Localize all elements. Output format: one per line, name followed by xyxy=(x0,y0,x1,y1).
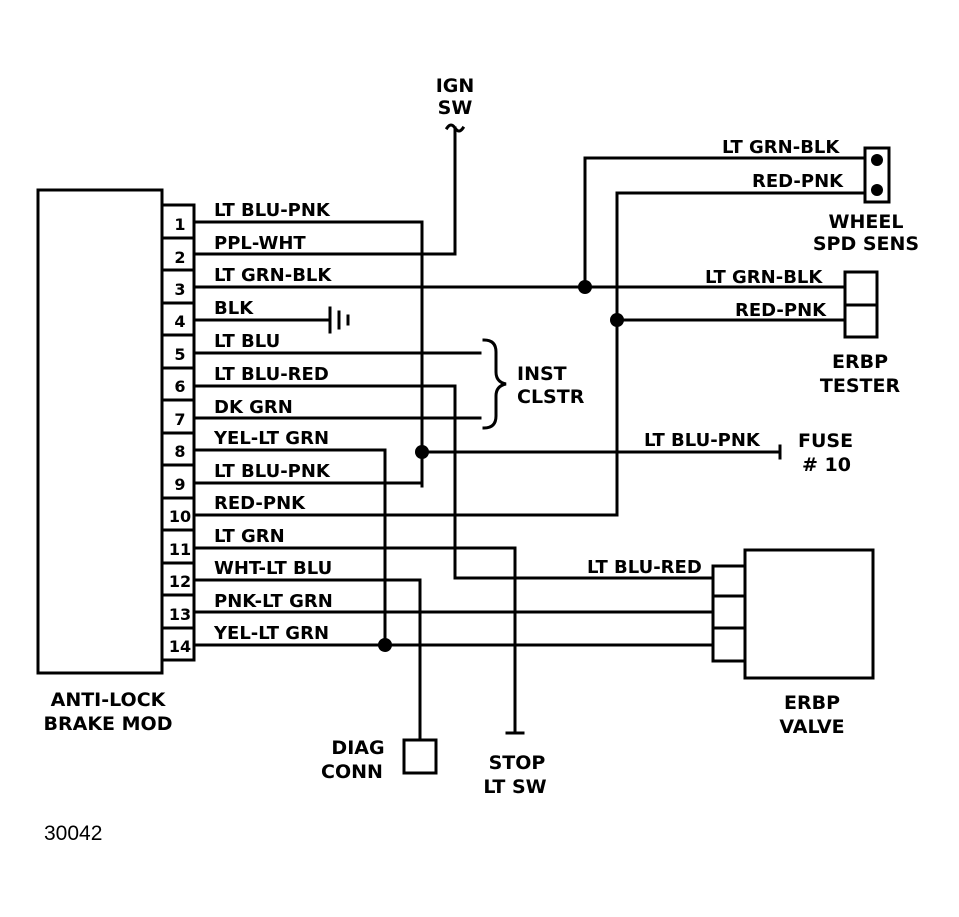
wheel-speed-sensor: LT GRN-BLK RED-PNK WHEEL SPD SENS xyxy=(722,137,919,255)
wire-label: LT GRN-BLK xyxy=(722,137,840,158)
wire-label: RED-PNK xyxy=(214,493,306,514)
terminal-dot xyxy=(871,184,883,196)
wire-wheel-sens-1 xyxy=(583,156,870,289)
wire-labels: LT BLU-PNK PPL-WHT LT GRN-BLK BLK LT BLU… xyxy=(213,200,333,644)
stop-lt-sw-label: STOP xyxy=(489,752,546,774)
pin-numbers: 1 2 3 4 5 6 7 8 9 10 11 12 13 14 xyxy=(169,215,191,656)
anti-lock-brake-module xyxy=(36,188,164,675)
erbp-tester-cell xyxy=(843,270,879,307)
pin-number: 7 xyxy=(174,410,185,429)
pin-number: 9 xyxy=(174,475,185,494)
pin-number: 2 xyxy=(174,248,185,267)
erbp-tester-cell xyxy=(843,303,879,339)
wire-label: WHT-LT BLU xyxy=(214,558,332,579)
wire-pin-10 xyxy=(192,191,870,517)
wire-pin-12 xyxy=(192,578,422,742)
pin-number: 4 xyxy=(174,312,185,331)
wire-label: LT BLU-RED xyxy=(587,557,702,578)
wheel-spd-sens-label: SPD SENS xyxy=(813,233,919,255)
wire-label: LT GRN xyxy=(214,526,285,547)
wire-pin-6 xyxy=(192,384,720,580)
erbp-valve-label: VALVE xyxy=(779,716,844,738)
wire-label: YEL-LT GRN xyxy=(213,428,329,449)
diag-conn-label: DIAG xyxy=(331,737,384,759)
erbp-valve-cell xyxy=(711,594,747,630)
wire-label: LT BLU-PNK xyxy=(644,430,761,451)
splice-dot xyxy=(378,638,392,652)
wire-label: LT GRN-BLK xyxy=(214,265,332,286)
pin-number: 6 xyxy=(174,377,185,396)
splice-dots xyxy=(378,280,624,652)
erbp-valve-cell xyxy=(711,564,747,598)
splice-dot xyxy=(415,445,429,459)
wire-label: PNK-LT GRN xyxy=(214,591,333,612)
inst-clstr-brace xyxy=(482,338,507,430)
erbp-valve-label: ERBP xyxy=(784,692,840,714)
pin-cells xyxy=(160,203,196,662)
wire-label: LT BLU-PNK xyxy=(214,461,331,482)
pin-number: 13 xyxy=(169,605,191,624)
wire-label: YEL-LT GRN xyxy=(213,623,329,644)
erbp-valve-body xyxy=(743,548,875,680)
wheel-spd-sens-label: WHEEL xyxy=(829,211,904,233)
wire-pin-1 xyxy=(192,220,424,488)
wire-label: RED-PNK xyxy=(752,171,844,192)
pin-number: 12 xyxy=(169,572,191,591)
ign-sw-label: SW xyxy=(438,97,473,119)
ign-sw-terminal xyxy=(444,123,466,133)
erbp-tester: LT GRN-BLK RED-PNK ERBP TESTER xyxy=(705,267,900,397)
pin-number: 3 xyxy=(174,280,185,299)
pin-number: 1 xyxy=(174,215,185,234)
pin-number: 14 xyxy=(169,637,191,656)
pin-number: 10 xyxy=(169,507,191,526)
diag-conn-box xyxy=(402,738,438,775)
wire-label: LT BLU-PNK xyxy=(214,200,331,221)
ign-sw-label: IGN xyxy=(436,75,475,97)
stop-lt-sw-label: LT SW xyxy=(483,776,546,798)
ground-icon xyxy=(328,306,350,334)
pin-number: 5 xyxy=(174,345,185,364)
wire-label: PPL-WHT xyxy=(214,233,306,254)
inst-clstr-label: INST xyxy=(517,363,567,385)
wire-label: LT BLU xyxy=(214,331,280,352)
erbp-tester-label: TESTER xyxy=(820,375,901,397)
terminal-dot xyxy=(871,154,883,166)
wires xyxy=(192,123,870,742)
wire-label: DK GRN xyxy=(214,397,293,418)
wire-label: RED-PNK xyxy=(735,300,827,321)
inst-clstr-label: CLSTR xyxy=(517,386,585,408)
figure-number: 30042 xyxy=(44,822,102,845)
erbp-valve-cell xyxy=(711,626,747,663)
diag-conn-label: CONN xyxy=(321,761,383,783)
wire-pin-11 xyxy=(192,546,517,735)
module-label: ANTI-LOCK xyxy=(51,689,167,711)
pin-number: 11 xyxy=(169,540,191,559)
pin-cell xyxy=(160,398,196,435)
wire-label: BLK xyxy=(214,298,254,319)
module-label: BRAKE MOD xyxy=(44,713,173,735)
erbp-valve: LT BLU-RED ERBP VALVE xyxy=(587,548,875,738)
wire-label: LT BLU-RED xyxy=(214,364,329,385)
splice-dot xyxy=(578,280,592,294)
erbp-tester-label: ERBP xyxy=(832,351,888,373)
pin-number: 8 xyxy=(174,442,185,461)
wire-label: LT GRN-BLK xyxy=(705,267,823,288)
fuse-label: # 10 xyxy=(802,454,851,476)
fuse-label: FUSE xyxy=(798,430,853,452)
splice-dot xyxy=(610,313,624,327)
wire-pin-2 xyxy=(192,126,457,256)
